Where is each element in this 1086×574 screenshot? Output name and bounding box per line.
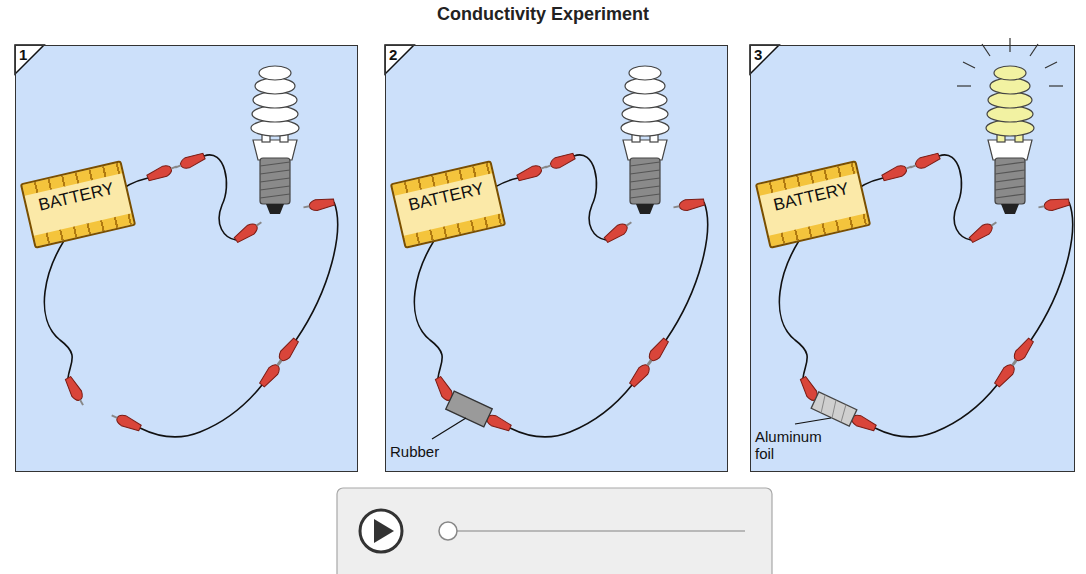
battery: BATTERY (755, 160, 871, 249)
panel-number: 3 (754, 46, 762, 63)
part-label: Rubber (390, 443, 480, 460)
battery: BATTERY (390, 160, 506, 249)
aluminum-foil-sample (811, 392, 857, 426)
panel-number: 1 (19, 46, 27, 63)
panel-number: 2 (389, 46, 397, 63)
light-bulb (251, 66, 299, 214)
media-player (337, 488, 772, 574)
experiment-panel: 3BATTERY (750, 45, 1075, 472)
part-label: Aluminum foil (755, 428, 835, 462)
corner-tab (385, 45, 414, 74)
corner-tab (15, 45, 44, 74)
battery-label: BATTERY (395, 176, 497, 218)
battery-label: BATTERY (760, 176, 862, 218)
diagram-title: Conductivity Experiment (0, 4, 1086, 25)
panel-ground (385, 45, 728, 472)
battery: BATTERY (20, 160, 136, 249)
battery-label: BATTERY (25, 176, 127, 218)
rubber-sample (446, 391, 493, 427)
experiment-panel: 2BATTERY (385, 45, 728, 472)
panel-ground (15, 45, 358, 472)
lit-bulb (957, 38, 1063, 214)
leader-line (795, 418, 831, 424)
leader-line (432, 418, 466, 439)
experiment-panel: 1BATTERY (15, 45, 358, 472)
panel-ground (750, 45, 1075, 472)
corner-tab (750, 45, 779, 74)
light-bulb (621, 66, 669, 214)
